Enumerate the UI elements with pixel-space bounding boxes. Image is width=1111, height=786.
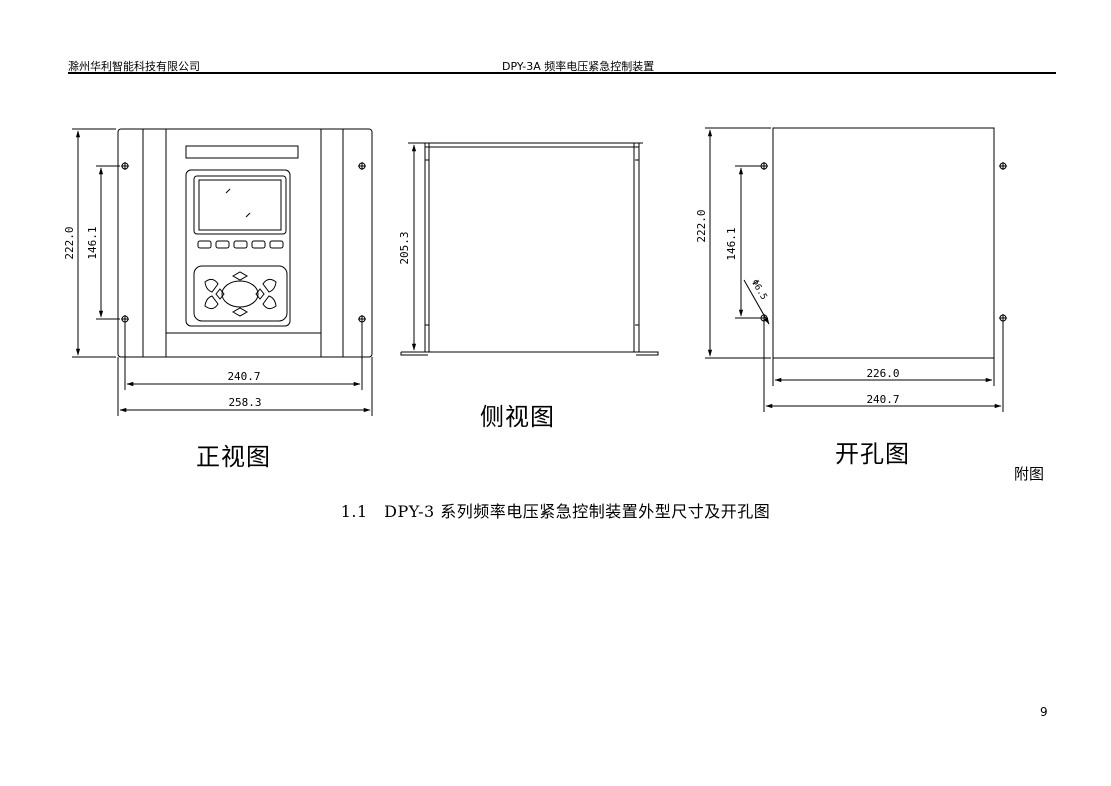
label-strip bbox=[185, 145, 299, 159]
side-dim-depth: 205.3 bbox=[398, 231, 411, 264]
figure-caption: 1.1 DPY-3 系列频率电压紧急控制装置外型尺寸及开孔图 bbox=[340, 502, 771, 521]
front-panel bbox=[185, 169, 291, 327]
cutout-view-title: 开孔图 bbox=[835, 440, 910, 468]
side-body bbox=[424, 142, 640, 353]
front-dim-width-outer: 258.3 bbox=[228, 396, 261, 409]
header-product: DPY-3A 频率电压紧急控制装置 bbox=[502, 60, 655, 73]
front-dim-width-holes: 240.7 bbox=[227, 370, 260, 383]
front-dim-height-outer: 222.0 bbox=[63, 226, 76, 259]
page-number: 9 bbox=[1040, 705, 1048, 719]
cutout-view bbox=[705, 127, 1007, 412]
front-flange bbox=[117, 128, 373, 358]
cutout-dim-width-cut: 226.0 bbox=[866, 367, 899, 380]
front-view bbox=[72, 128, 373, 416]
side-view bbox=[400, 142, 659, 356]
figure-label: 附图 bbox=[1014, 465, 1045, 483]
keypad bbox=[193, 265, 288, 322]
cutout-holes bbox=[760, 162, 1007, 322]
cutout-rect bbox=[772, 127, 995, 359]
front-dim-height-holes: 146.1 bbox=[86, 226, 99, 259]
cutout-dim-height-outer: 222.0 bbox=[695, 209, 708, 242]
header-company: 滁州华利智能科技有限公司 bbox=[68, 60, 200, 73]
header-rule bbox=[68, 72, 1056, 74]
front-view-title: 正视图 bbox=[196, 443, 271, 471]
cutout-dim-height-holes: 146.1 bbox=[725, 227, 738, 260]
cutout-dim-width-holes: 240.7 bbox=[866, 393, 899, 406]
front-mount-holes bbox=[121, 162, 366, 323]
cutout-dim-hole-dia: Φ6.5 bbox=[749, 278, 769, 302]
side-view-title: 侧视图 bbox=[480, 403, 555, 431]
